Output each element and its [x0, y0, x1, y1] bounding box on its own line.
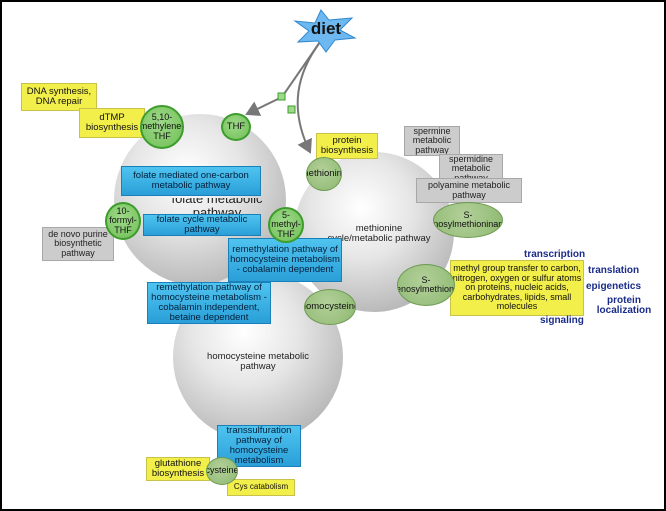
methionine-node: methionine — [306, 157, 342, 191]
homocysteine-pathway-label: homocysteine metabolic pathway — [207, 351, 309, 372]
folate-cycle-box: folate cycle metabolic pathway — [143, 214, 261, 236]
methylene-thf-node: 5,10-methylene-THF — [140, 105, 184, 149]
protein-biosynthesis-box: protein biosynthesis — [316, 133, 378, 159]
polyamine-pathway-box: polyamine metabolic pathway — [416, 178, 522, 203]
effect-protein-localization: protein localization — [596, 294, 652, 316]
methyl-thf-node: 5-methyl-THF — [268, 207, 304, 243]
diet-label: diet — [310, 19, 342, 39]
dtmp-biosynthesis-box: dTMP biosynthesis — [79, 108, 145, 138]
effect-signaling: signaling — [540, 314, 584, 326]
reaction-node — [287, 105, 296, 114]
effect-epigenetics: epigenetics — [586, 280, 642, 292]
thf-node: THF — [221, 113, 251, 141]
dna-synthesis-box: DNA synthesis, DNA repair — [21, 83, 97, 111]
homocysteine-node: homocysteine — [304, 289, 356, 325]
diet-star-icon — [293, 9, 357, 53]
diet-to-thf-arrow — [245, 41, 321, 116]
methionine-pathway-label: methionine cycle/metabolic pathway — [327, 223, 431, 244]
effect-transcription: transcription — [524, 248, 586, 260]
reaction-node — [277, 92, 286, 101]
de-novo-purine-box: de novo purine biosynthetic pathway — [42, 227, 114, 261]
methyl-group-transfer-box: methyl group transfer to carbon, nitroge… — [450, 260, 584, 316]
folate-one-carbon-box: folate mediated one-carbon metabolic pat… — [121, 166, 261, 196]
diet-to-methionine-arrow — [296, 41, 321, 154]
folate-pathway-label: folate metabolic pathway — [171, 198, 263, 214]
glutathione-biosynthesis-box: glutathione biosynthesis — [146, 457, 210, 481]
effect-translation: translation — [588, 264, 640, 276]
cysteine-node: cysteine — [206, 457, 238, 485]
remethylation-cobalamin-independent-box: remethylation pathway of homocysteine me… — [147, 282, 271, 324]
s-adenosylmethionine-node: S-adenosylmethionine — [397, 264, 455, 306]
spermine-pathway-box: spermine metabolic pathway — [404, 126, 460, 156]
remethylation-cobalamin-dependent-box: remethylation pathway of homocysteine me… — [228, 238, 342, 282]
formyl-thf-node: 10-formyl-THF — [105, 202, 141, 240]
cys-catabolism-box: Cys catabolism — [227, 479, 295, 496]
s-adenosylmethioninamine-node: S-adenosylmethioninamine — [433, 202, 503, 238]
